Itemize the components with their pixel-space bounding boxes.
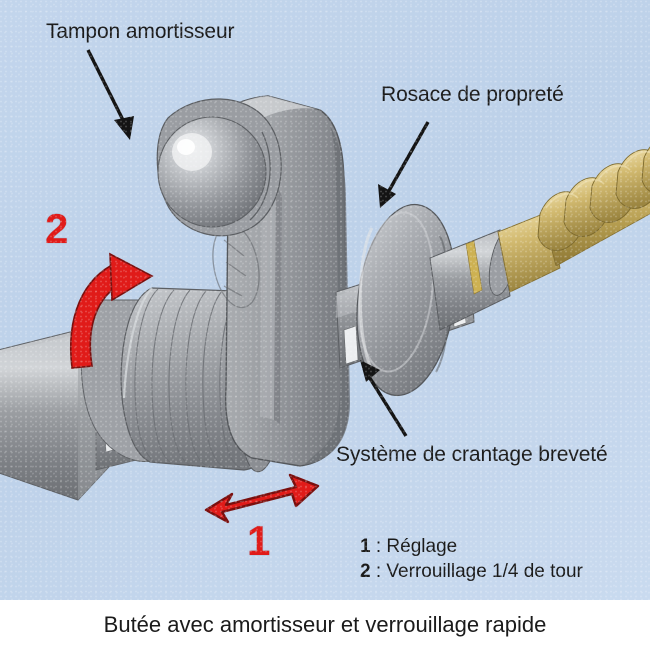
legend-item-1: 1 : Réglage (360, 534, 583, 559)
legend-separator-2: : (375, 561, 382, 582)
callout-arrow-rosace (378, 121, 430, 208)
legend-item-2: 2 : Verrouillage 1/4 de tour (360, 559, 583, 584)
callout-label-tampon: Tampon amortisseur (46, 20, 235, 43)
legend-text-1: Réglage (386, 536, 458, 557)
figure-caption: Butée avec amortisseur et verrouillage r… (103, 612, 547, 637)
callout-arrow-crantage (360, 360, 408, 437)
legend-number-2: 2 (360, 561, 371, 582)
marker-number-2: 2 (45, 205, 69, 252)
legend-text-2: Verrouillage 1/4 de tour (386, 561, 583, 582)
callout-label-crantage: Système de crantage breveté (336, 443, 608, 466)
translation-arrow-marker-1 (204, 473, 320, 524)
illustration-area: Tampon amortisseur Rosace de propreté Sy… (0, 0, 650, 600)
wood-screw (497, 146, 650, 293)
legend-list: 1 : Réglage 2 : Verrouillage 1/4 de tour (360, 534, 583, 584)
caption-band: Butée avec amortisseur et verrouillage r… (0, 600, 650, 650)
mechanism-illustration (0, 49, 650, 524)
callout-label-rosace: Rosace de propreté (381, 83, 564, 106)
rubber-buffer-pad (156, 98, 282, 237)
legend-separator-1: : (375, 536, 382, 557)
callout-arrow-tampon (86, 49, 134, 140)
legend-number-1: 1 (360, 536, 371, 557)
marker-number-1: 1 (247, 517, 271, 564)
rotation-arrow-marker-2 (70, 252, 154, 369)
screw-collar (429, 228, 518, 331)
